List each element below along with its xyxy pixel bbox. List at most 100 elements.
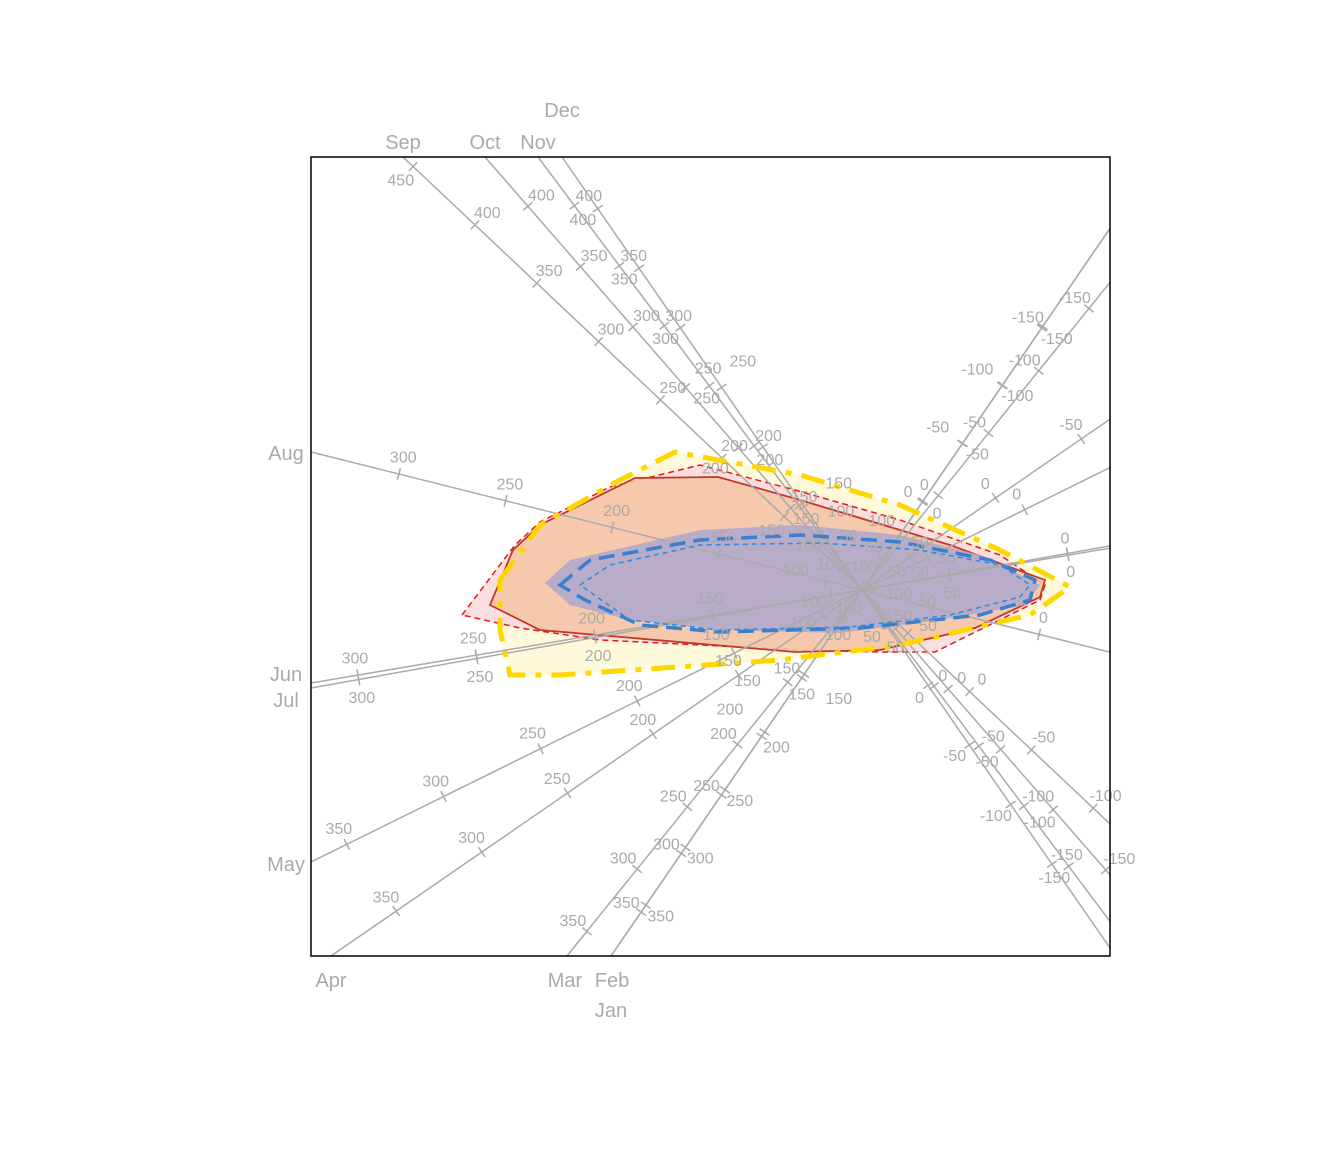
tick-label: 300: [633, 308, 660, 325]
axis-label-nov: Nov: [520, 132, 556, 154]
tick-label: 300: [652, 331, 679, 348]
tick-mark: [627, 322, 638, 332]
tick-label: 100: [868, 513, 895, 530]
tick-label: 250: [544, 771, 571, 788]
tick-label: 0: [938, 668, 947, 685]
tick-mark: [730, 647, 738, 659]
tick-mark: [1065, 547, 1070, 560]
tick-mark: [963, 740, 975, 749]
axis-line: [330, 418, 1110, 956]
tick-label: 50: [865, 539, 883, 556]
tick-label: 250: [519, 726, 546, 743]
tick-label: 300: [458, 830, 485, 847]
tick-label: 300: [687, 851, 714, 868]
tick-label: 50: [919, 618, 937, 635]
tick-label: 0: [1066, 564, 1075, 581]
tick-mark: [903, 628, 913, 639]
axis-label-apr: Apr: [315, 970, 346, 992]
tick-mark: [716, 548, 722, 561]
tick-label: 250: [659, 380, 686, 397]
tick-label: -50: [1059, 417, 1082, 434]
tick-label: 400: [570, 212, 597, 229]
tick-mark: [1036, 628, 1042, 641]
tick-mark: [991, 492, 1000, 504]
tick-mark: [997, 381, 1008, 390]
tick-mark: [838, 561, 850, 571]
tick-label: 250: [497, 476, 524, 493]
tick-mark: [964, 686, 975, 697]
tick-label: 150: [703, 627, 730, 644]
axis-label-may: May: [267, 854, 305, 876]
tick-label: 0: [920, 477, 929, 494]
tick-mark: [659, 321, 670, 330]
tick-label: -50: [926, 420, 949, 437]
axis-line: [537, 157, 1110, 922]
tick-mark: [503, 494, 508, 507]
axis-oct: [484, 157, 1110, 876]
tick-label: 400: [528, 187, 555, 204]
tick-mark: [532, 278, 542, 289]
tick-label: 100: [828, 503, 855, 520]
tick-label: 350: [647, 908, 674, 925]
tick-mark: [924, 551, 932, 564]
tick-label: 100: [825, 627, 852, 644]
tick-mark: [635, 908, 647, 917]
tick-mark: [1063, 862, 1074, 871]
tick-mark: [1100, 865, 1110, 875]
tick-mark: [563, 787, 572, 799]
tick-label: -150: [1038, 870, 1070, 887]
tick-label: -50: [966, 447, 989, 464]
tick-label: 250: [693, 391, 720, 408]
tick-label: 150: [791, 489, 818, 506]
tick-label: 200: [710, 726, 737, 743]
tick-label: 50: [938, 550, 956, 567]
axis-sep: [402, 157, 1110, 825]
tick-label: -100: [1090, 788, 1122, 805]
tick-label: 350: [611, 271, 638, 288]
tick-label: 100: [817, 556, 844, 573]
tick-mark: [732, 740, 743, 749]
tick-label: 150: [734, 673, 761, 690]
axis-line: [402, 157, 1110, 825]
tick-label: 350: [620, 248, 647, 265]
tick-label: 150: [774, 661, 801, 678]
tick-label: 350: [613, 895, 640, 912]
tick-label: 300: [342, 650, 369, 667]
tick-mark: [829, 589, 834, 602]
tick-label: 200: [702, 460, 729, 477]
tick-mark: [1005, 800, 1017, 809]
axis-line: [311, 547, 1110, 684]
tick-label: 350: [560, 913, 587, 930]
tick-label: 250: [730, 354, 757, 371]
tick-mark: [575, 262, 586, 272]
tick-mark: [748, 441, 760, 451]
axis-label-jul: Jul: [273, 690, 299, 712]
tick-label: 350: [325, 821, 352, 838]
tick-mark: [614, 261, 625, 270]
tick-label: 400: [474, 205, 501, 222]
tick-mark: [408, 161, 418, 172]
tick-mark: [569, 201, 580, 210]
tick-mark: [1077, 433, 1086, 445]
tick-label: -100: [1001, 388, 1033, 405]
tick-label: 150: [697, 590, 724, 607]
tick-label: 200: [757, 452, 784, 469]
tick-label: -50: [943, 748, 966, 765]
blue-thin-dashed-region: [578, 542, 1032, 631]
axis-label-jan: Jan: [595, 1000, 627, 1022]
tick-label: -100: [1024, 814, 1056, 831]
tick-label: 350: [373, 889, 400, 906]
tick-mark: [633, 264, 645, 273]
tick-mark: [581, 926, 593, 936]
tick-mark: [995, 744, 1006, 754]
tick-mark: [675, 849, 687, 858]
tick-label: 0: [933, 505, 942, 522]
tick-mark: [440, 790, 447, 803]
tick-label: 150: [825, 691, 852, 708]
tick-mark: [593, 631, 597, 644]
tick-mark: [633, 695, 641, 707]
tick-label: -100: [1022, 788, 1054, 805]
tick-label: 0: [1039, 610, 1048, 627]
tick-label: 200: [717, 701, 744, 718]
